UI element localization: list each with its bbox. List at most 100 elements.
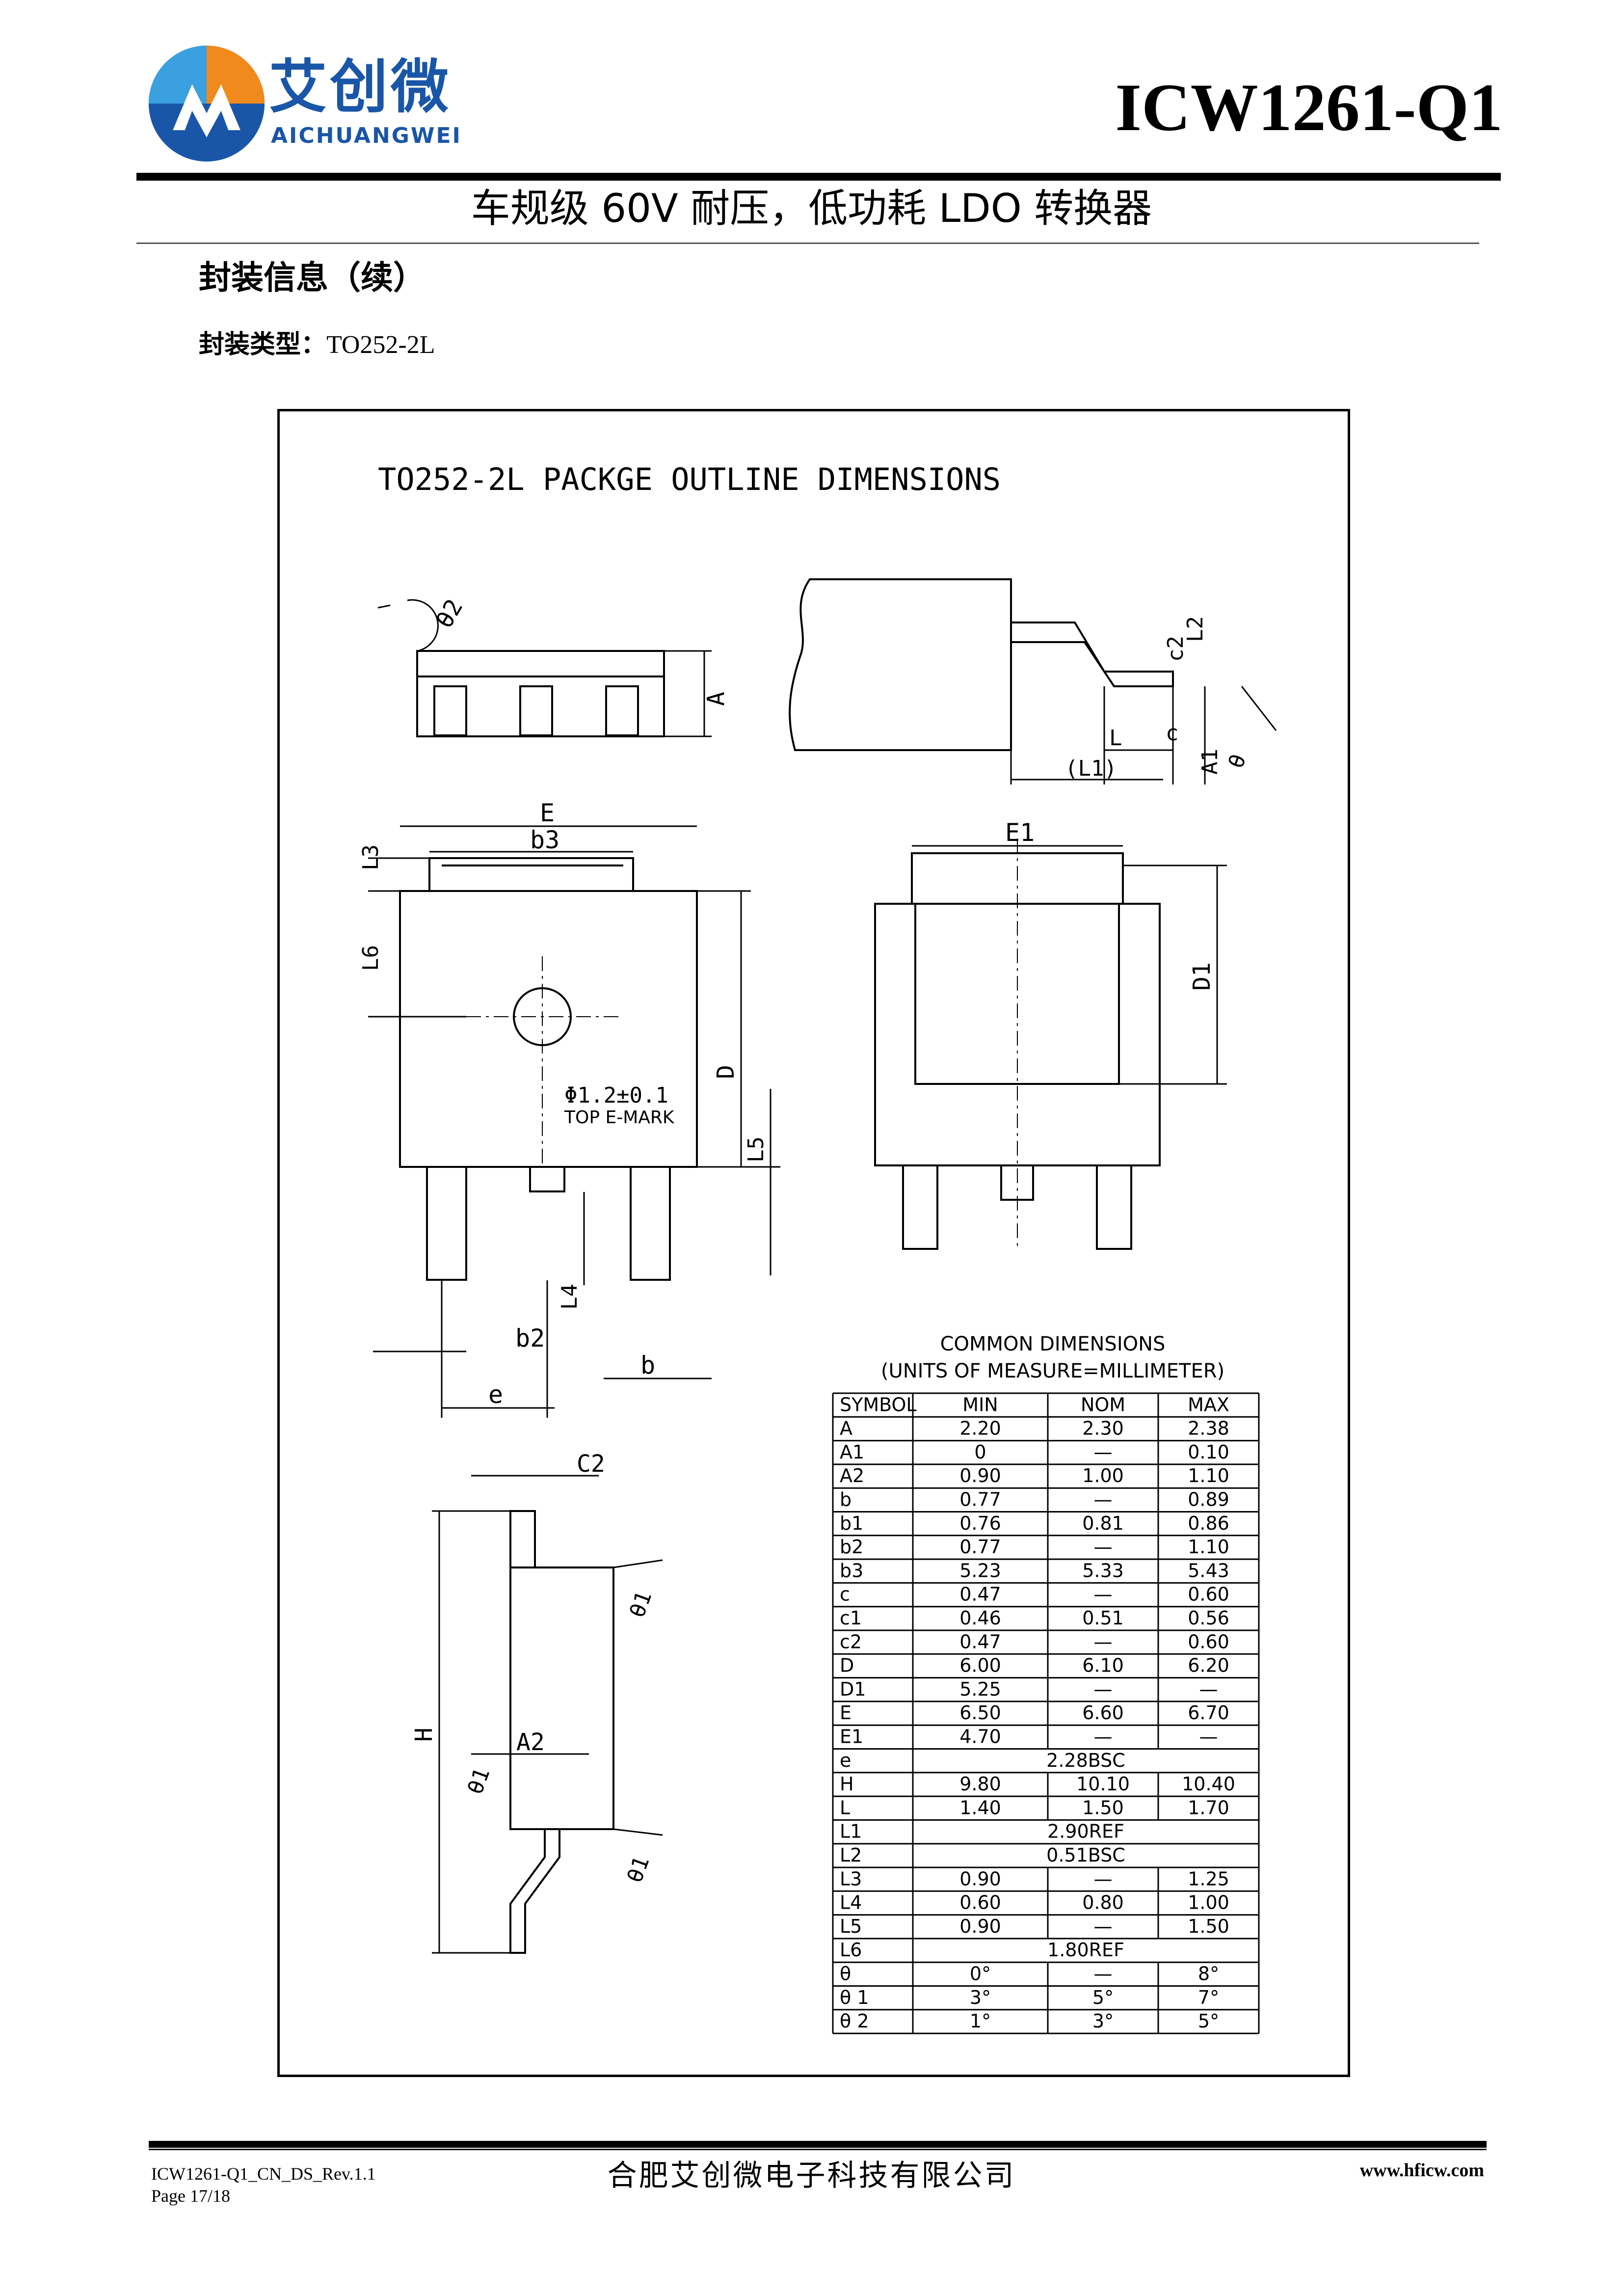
table-value-cell: — [1094,1489,1113,1511]
table-caption-1: COMMON DIMENSIONS [940,1333,1166,1355]
side-view: c2 L2 c L (L1) A1 θ [789,578,1277,784]
header-divider [136,173,1501,181]
company-website: www.hficw.com [1359,2160,1484,2181]
table-symbol-cell: H [840,1773,854,1795]
table-value-cell: 2.90REF [1047,1821,1124,1842]
table-symbol-cell: L1 [840,1821,862,1842]
table-value-cell: 5.43 [1188,1560,1229,1581]
table-value-cell: 0.81 [1082,1513,1124,1534]
drawing-title: TO252-2L PACKGE OUTLINE DIMENSIONS [378,461,1001,497]
dim-e: e [488,1380,503,1409]
dim-theta1-top: θ1 [624,1588,657,1621]
table-symbol-cell: θ 2 [840,2010,869,2032]
table-value-cell: — [1094,1631,1113,1652]
table-value-cell: — [1199,1678,1218,1700]
table-symbol-cell: A1 [840,1441,864,1463]
table-value-cell: 0.90 [959,1465,1001,1486]
table-value-cell: 1.10 [1188,1536,1229,1558]
dim-emark: TOP E-MARK [564,1107,675,1128]
table-symbol-cell: L [840,1797,850,1818]
table-value-cell: — [1094,1868,1113,1890]
package-outline-drawing: TO252-2L PACKGE OUTLINE DIMENSIONS θ2 A … [358,461,1277,2034]
table-symbol-cell: b1 [840,1513,863,1534]
table-value-cell: 3° [1092,2010,1114,2032]
table-value-cell: 10.10 [1076,1773,1130,1795]
table-symbol-cell: c [840,1584,850,1605]
dim-c2-side: c2 [1163,636,1188,662]
table-symbol-cell: b3 [840,1560,863,1581]
table-header-cell: MIN [962,1394,998,1415]
dim-theta1-left: θ1 [462,1765,495,1798]
table-value-cell: 1.50 [1082,1797,1124,1818]
table-value-cell: 0.10 [1188,1441,1229,1463]
dim-hole: Φ1.2±0.1 [564,1083,668,1108]
dim-L: L [1109,726,1122,751]
table-value-cell: 0.56 [1188,1607,1229,1629]
top-view: E b3 L3 L6 Φ1.2±0.1 TOP E-MARK D L5 L4 b… [358,799,780,1418]
table-value-cell: 6.70 [1188,1702,1229,1724]
dim-A2: A2 [516,1729,545,1756]
table-value-cell: 1.10 [1188,1465,1229,1486]
end-view: θ2 A [377,594,730,737]
table-value-cell: 0.77 [959,1489,1001,1511]
dim-L3: L3 [358,844,383,870]
dim-L4: L4 [557,1284,582,1310]
table-value-cell: 6.60 [1082,1702,1124,1724]
table-value-cell: — [1094,1678,1113,1700]
table-symbol-cell: L3 [840,1868,862,1890]
table-value-cell: 6.00 [959,1655,1001,1676]
table-value-cell: 5° [1092,1987,1114,2008]
table-value-cell: 0.60 [1188,1631,1229,1652]
table-value-cell: 0.76 [959,1513,1001,1534]
table-value-cell: 0.46 [959,1607,1001,1629]
company-name: 合肥艾创微电子科技有限公司 [607,2159,1016,2193]
table-value-cell: — [1094,1536,1113,1558]
table-value-cell: 1° [970,2010,991,2032]
table-value-cell: 1.50 [1188,1916,1229,1937]
dim-c: c [1166,721,1179,746]
dim-E1: E1 [1005,818,1035,847]
dim-b3: b3 [530,826,559,854]
dim-H: H [410,1728,438,1742]
table-value-cell: 8° [1198,1963,1219,1985]
table-symbol-cell: A2 [840,1465,864,1486]
dim-L5: L5 [744,1136,769,1162]
table-symbol-cell: b [840,1489,851,1511]
table-value-cell: 2.20 [959,1418,1001,1439]
table-value-cell: 0.86 [1188,1513,1229,1534]
outline-drawing-frame: TO252-2L PACKGE OUTLINE DIMENSIONS θ2 A … [277,409,1350,2077]
dim-b: b [640,1351,655,1379]
table-value-cell: 0.60 [959,1892,1001,1914]
dim-L6: L6 [358,945,383,971]
table-value-cell: 0.89 [1188,1489,1229,1511]
table-value-cell: 6.20 [1188,1655,1229,1676]
dim-E: E [540,799,555,827]
table-header-cell: NOM [1081,1394,1125,1415]
dim-D: D [712,1065,740,1079]
table-value-cell: 0.90 [959,1916,1001,1937]
table-value-cell: 3° [970,1987,991,2008]
table-value-cell: 1.25 [1188,1868,1229,1890]
table-header-cell: SYMBOL [840,1394,917,1415]
table-symbol-cell: L2 [840,1844,862,1866]
table-symbol-cell: c2 [840,1631,862,1652]
table-header-cell: MAX [1188,1394,1229,1415]
table-value-cell: 0° [970,1963,991,1985]
bottom-view: E1 D1 [874,818,1227,1250]
table-value-cell: — [1199,1726,1218,1748]
table-symbol-cell: e [840,1750,851,1771]
table-value-cell: 1.70 [1188,1797,1229,1818]
table-value-cell: 2.28BSC [1046,1750,1125,1771]
table-value-cell: 2.30 [1082,1418,1124,1439]
table-value-cell: 1.00 [1188,1892,1229,1914]
table-value-cell: — [1094,1584,1113,1605]
table-value-cell: 0 [974,1441,986,1463]
dim-theta2: θ2 [430,594,468,633]
table-symbol-cell: E1 [840,1726,863,1748]
logo-chinese-name: 艾创微 [269,53,452,121]
table-value-cell: 0.51BSC [1046,1844,1125,1866]
cross-section-view: C2 H A2 θ1 θ1 θ1 [410,1450,663,1954]
subtitle-divider [136,243,1479,244]
table-symbol-cell: D1 [840,1678,866,1700]
